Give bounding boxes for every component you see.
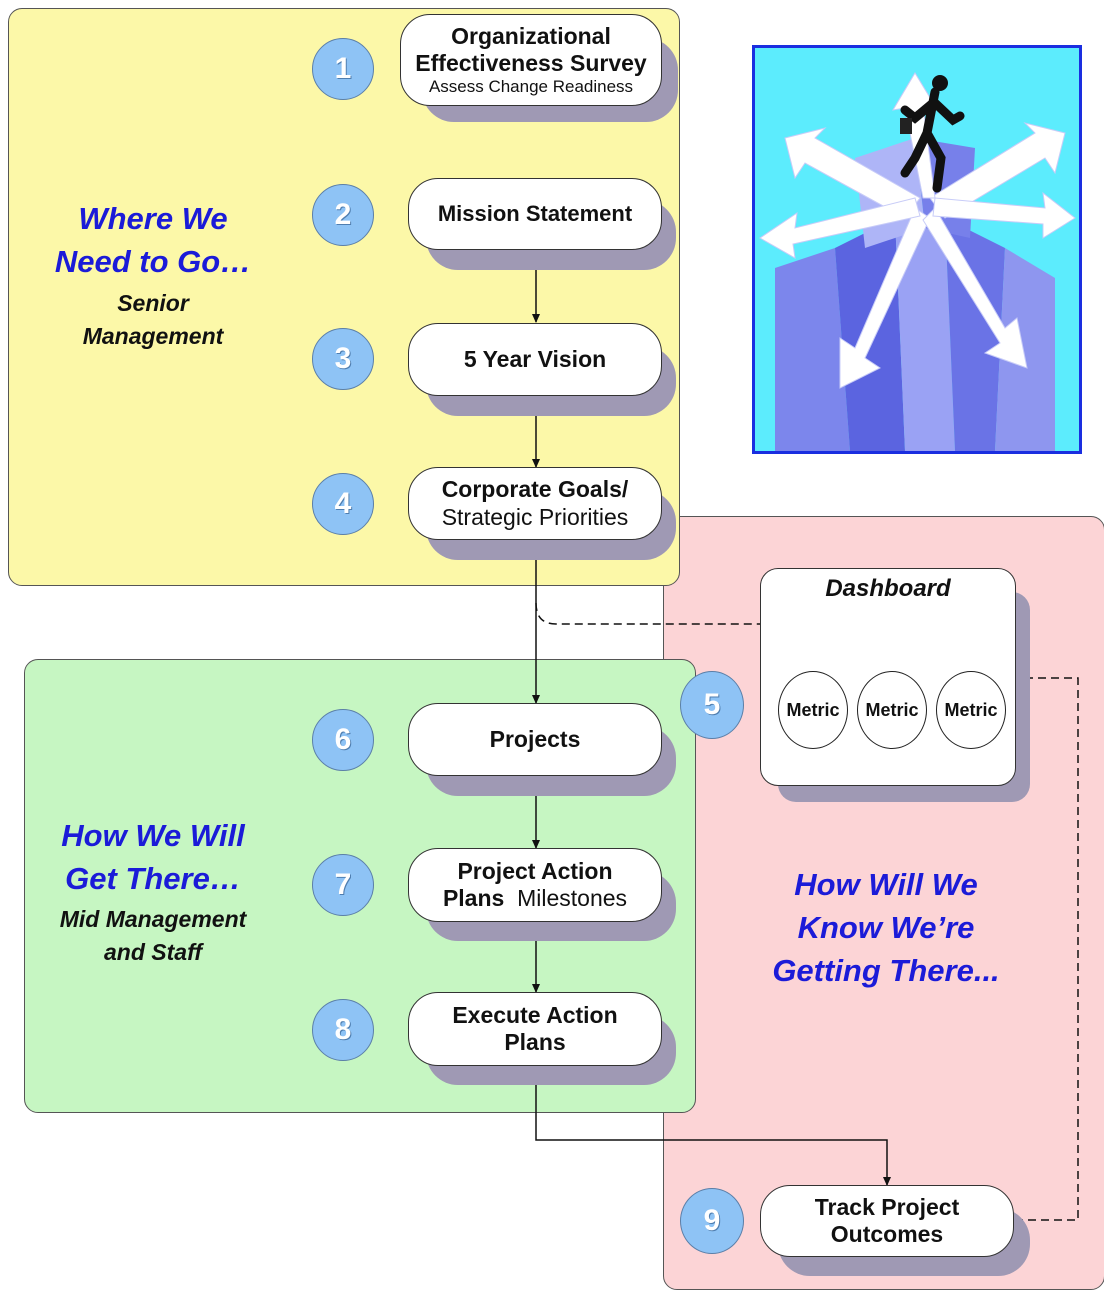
section-subtitle-line: and Staff (104, 939, 202, 966)
step-label: Execute Action (452, 1001, 618, 1028)
step-label: 5 Year Vision (463, 345, 607, 372)
step-label: Plans (442, 885, 505, 911)
step-label: Track Project (814, 1193, 960, 1220)
step-label: Strategic Priorities (441, 503, 629, 530)
section-title-line: Where We (78, 201, 228, 236)
section-title-know: How Will We Know We’re Getting There... (740, 864, 1032, 992)
metric-circle: Metric (778, 671, 848, 749)
step-7-box: Project Action Plans Milestones (408, 848, 662, 922)
section-title-line: Know We’re (797, 909, 975, 945)
section-title-how: How We Will Get There… (28, 815, 278, 901)
step-2-box: Mission Statement (408, 178, 662, 250)
metric-circle: Metric (936, 671, 1006, 749)
dashboard-box: Dashboard Metric Metric Metric (760, 568, 1016, 786)
step-1-number: 1 (312, 38, 374, 100)
section-title-line: Need to Go… (54, 243, 252, 279)
section-title-line: Get There… (65, 860, 241, 896)
runner-illustration (752, 45, 1082, 454)
section-title-line: How Will We (794, 867, 978, 902)
step-8-number: 8 (312, 999, 374, 1061)
step-label: Outcomes (830, 1221, 944, 1247)
metric-circle: Metric (857, 671, 927, 749)
step-6-box: Projects (408, 703, 662, 776)
section-subtitle-mid: Mid Management and Staff (28, 903, 278, 970)
step-label: Corporate Goals/ (441, 476, 629, 503)
step-2-number: 2 (312, 184, 374, 246)
step-8-box: Execute Action Plans (408, 992, 662, 1066)
step-label: Milestones (517, 885, 628, 911)
step-3-box: 5 Year Vision (408, 323, 662, 396)
section-title-where: Where We Need to Go… (28, 198, 278, 284)
section-subtitle-line: Senior (117, 290, 189, 316)
step-4-number: 4 (312, 473, 374, 535)
section-title-line: How We Will (61, 818, 245, 853)
step-label: Organizational (451, 22, 611, 49)
step-3-number: 3 (312, 328, 374, 390)
step-label: Plans (504, 1029, 566, 1055)
step-7-number: 7 (312, 854, 374, 916)
step-label: Projects (489, 725, 581, 752)
step-9-box: Track Project Outcomes (760, 1185, 1014, 1257)
step-4-box: Corporate Goals/ Strategic Priorities (408, 467, 662, 540)
step-label: Mission Statement (437, 201, 633, 227)
step-sublabel: Assess Change Readiness (428, 77, 634, 97)
section-subtitle-senior: Senior Management (28, 287, 278, 354)
step-label: Effectiveness Survey (415, 49, 647, 76)
step-5-number: 5 (680, 671, 744, 739)
step-9-number: 9 (680, 1188, 744, 1254)
step-6-number: 6 (312, 709, 374, 771)
section-subtitle-line: Management (82, 323, 224, 350)
step-label: Project Action (457, 857, 613, 884)
step-1-box: Organizational Effectiveness Survey Asse… (400, 14, 662, 106)
section-title-line: Getting There... (772, 952, 1000, 988)
dashboard-title: Dashboard (825, 575, 951, 602)
runner-on-arrows-icon (759, 72, 1076, 451)
section-subtitle-line: Mid Management (59, 906, 247, 932)
